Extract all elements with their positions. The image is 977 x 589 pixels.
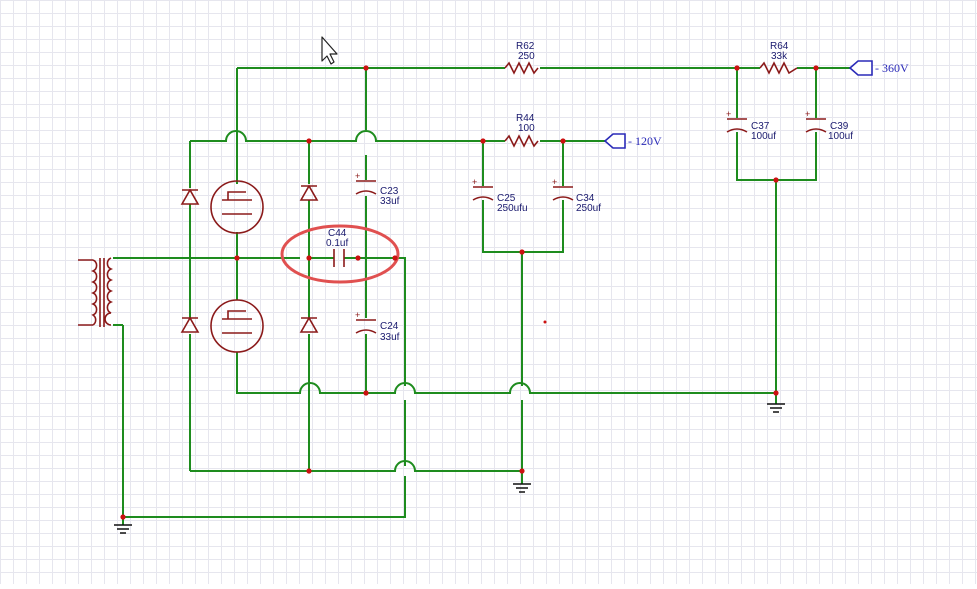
junction-dots (120, 65, 819, 520)
r62-ref: R62 (516, 41, 535, 52)
r64-ref: R64 (770, 41, 789, 52)
capacitor-c34[interactable]: + (552, 177, 574, 201)
tube-rectifier-top[interactable] (210, 180, 264, 234)
arrow-cursor-icon (321, 36, 338, 65)
ground-symbol-middle (513, 483, 531, 493)
c37-ref: C37 (751, 121, 770, 132)
resistor-r44[interactable] (504, 134, 539, 148)
c23-ref: C23 (380, 186, 399, 197)
capacitor-c37[interactable]: + (726, 109, 748, 133)
r44-value: 100 (518, 123, 535, 134)
wires (113, 67, 850, 525)
diode-d1[interactable] (180, 188, 200, 205)
c25-value: 250ufu (497, 203, 528, 214)
c44-highlight-circle (280, 224, 400, 284)
svg-text:+: + (355, 310, 360, 320)
port-120v[interactable]: - 120V (583, 133, 662, 149)
capacitor-c24[interactable]: + (355, 310, 377, 334)
ground-symbol-left (114, 524, 132, 534)
r44-ref: R44 (516, 113, 535, 124)
port-360v-label: - 360V (875, 61, 909, 75)
c34-value: 250uf (576, 203, 601, 214)
capacitor-c44[interactable] (309, 249, 358, 267)
c24-ref: C24 (380, 321, 399, 332)
c44-value: 0.1uf (326, 238, 348, 249)
tube-rectifier-bottom[interactable] (210, 299, 264, 353)
c23-value: 33uf (380, 196, 400, 207)
capacitor-c25[interactable]: + (472, 177, 494, 201)
port-360v[interactable]: - 360V (848, 60, 909, 76)
svg-text:+: + (552, 177, 557, 187)
diode-d3[interactable] (299, 184, 319, 201)
transformer[interactable] (78, 257, 113, 327)
capacitor-c39[interactable]: + (805, 109, 827, 133)
diode-d2[interactable] (180, 316, 200, 333)
ground-symbol-right (767, 403, 785, 413)
svg-text:+: + (726, 109, 731, 119)
svg-text:+: + (805, 109, 810, 119)
c39-value: 100uf (828, 131, 853, 142)
r62-value: 250 (518, 51, 535, 62)
c34-ref: C34 (576, 193, 595, 204)
c39-ref: C39 (830, 121, 849, 132)
port-120v-label: - 120V (628, 134, 662, 148)
resistor-r64[interactable] (759, 61, 798, 75)
component-labels: R62 250 R64 33k R44 100 C23 33uf C24 33u… (326, 41, 853, 343)
resistor-r62[interactable] (504, 61, 539, 75)
svg-text:+: + (355, 171, 360, 181)
c24-value: 33uf (380, 332, 400, 343)
capacitor-c23[interactable]: + (355, 171, 377, 195)
c25-ref: C25 (497, 193, 516, 204)
c44-ref: C44 (328, 228, 347, 239)
r64-value: 33k (771, 51, 788, 62)
svg-text:+: + (472, 177, 477, 187)
c37-value: 100uf (751, 131, 776, 142)
diode-d4[interactable] (299, 316, 319, 333)
